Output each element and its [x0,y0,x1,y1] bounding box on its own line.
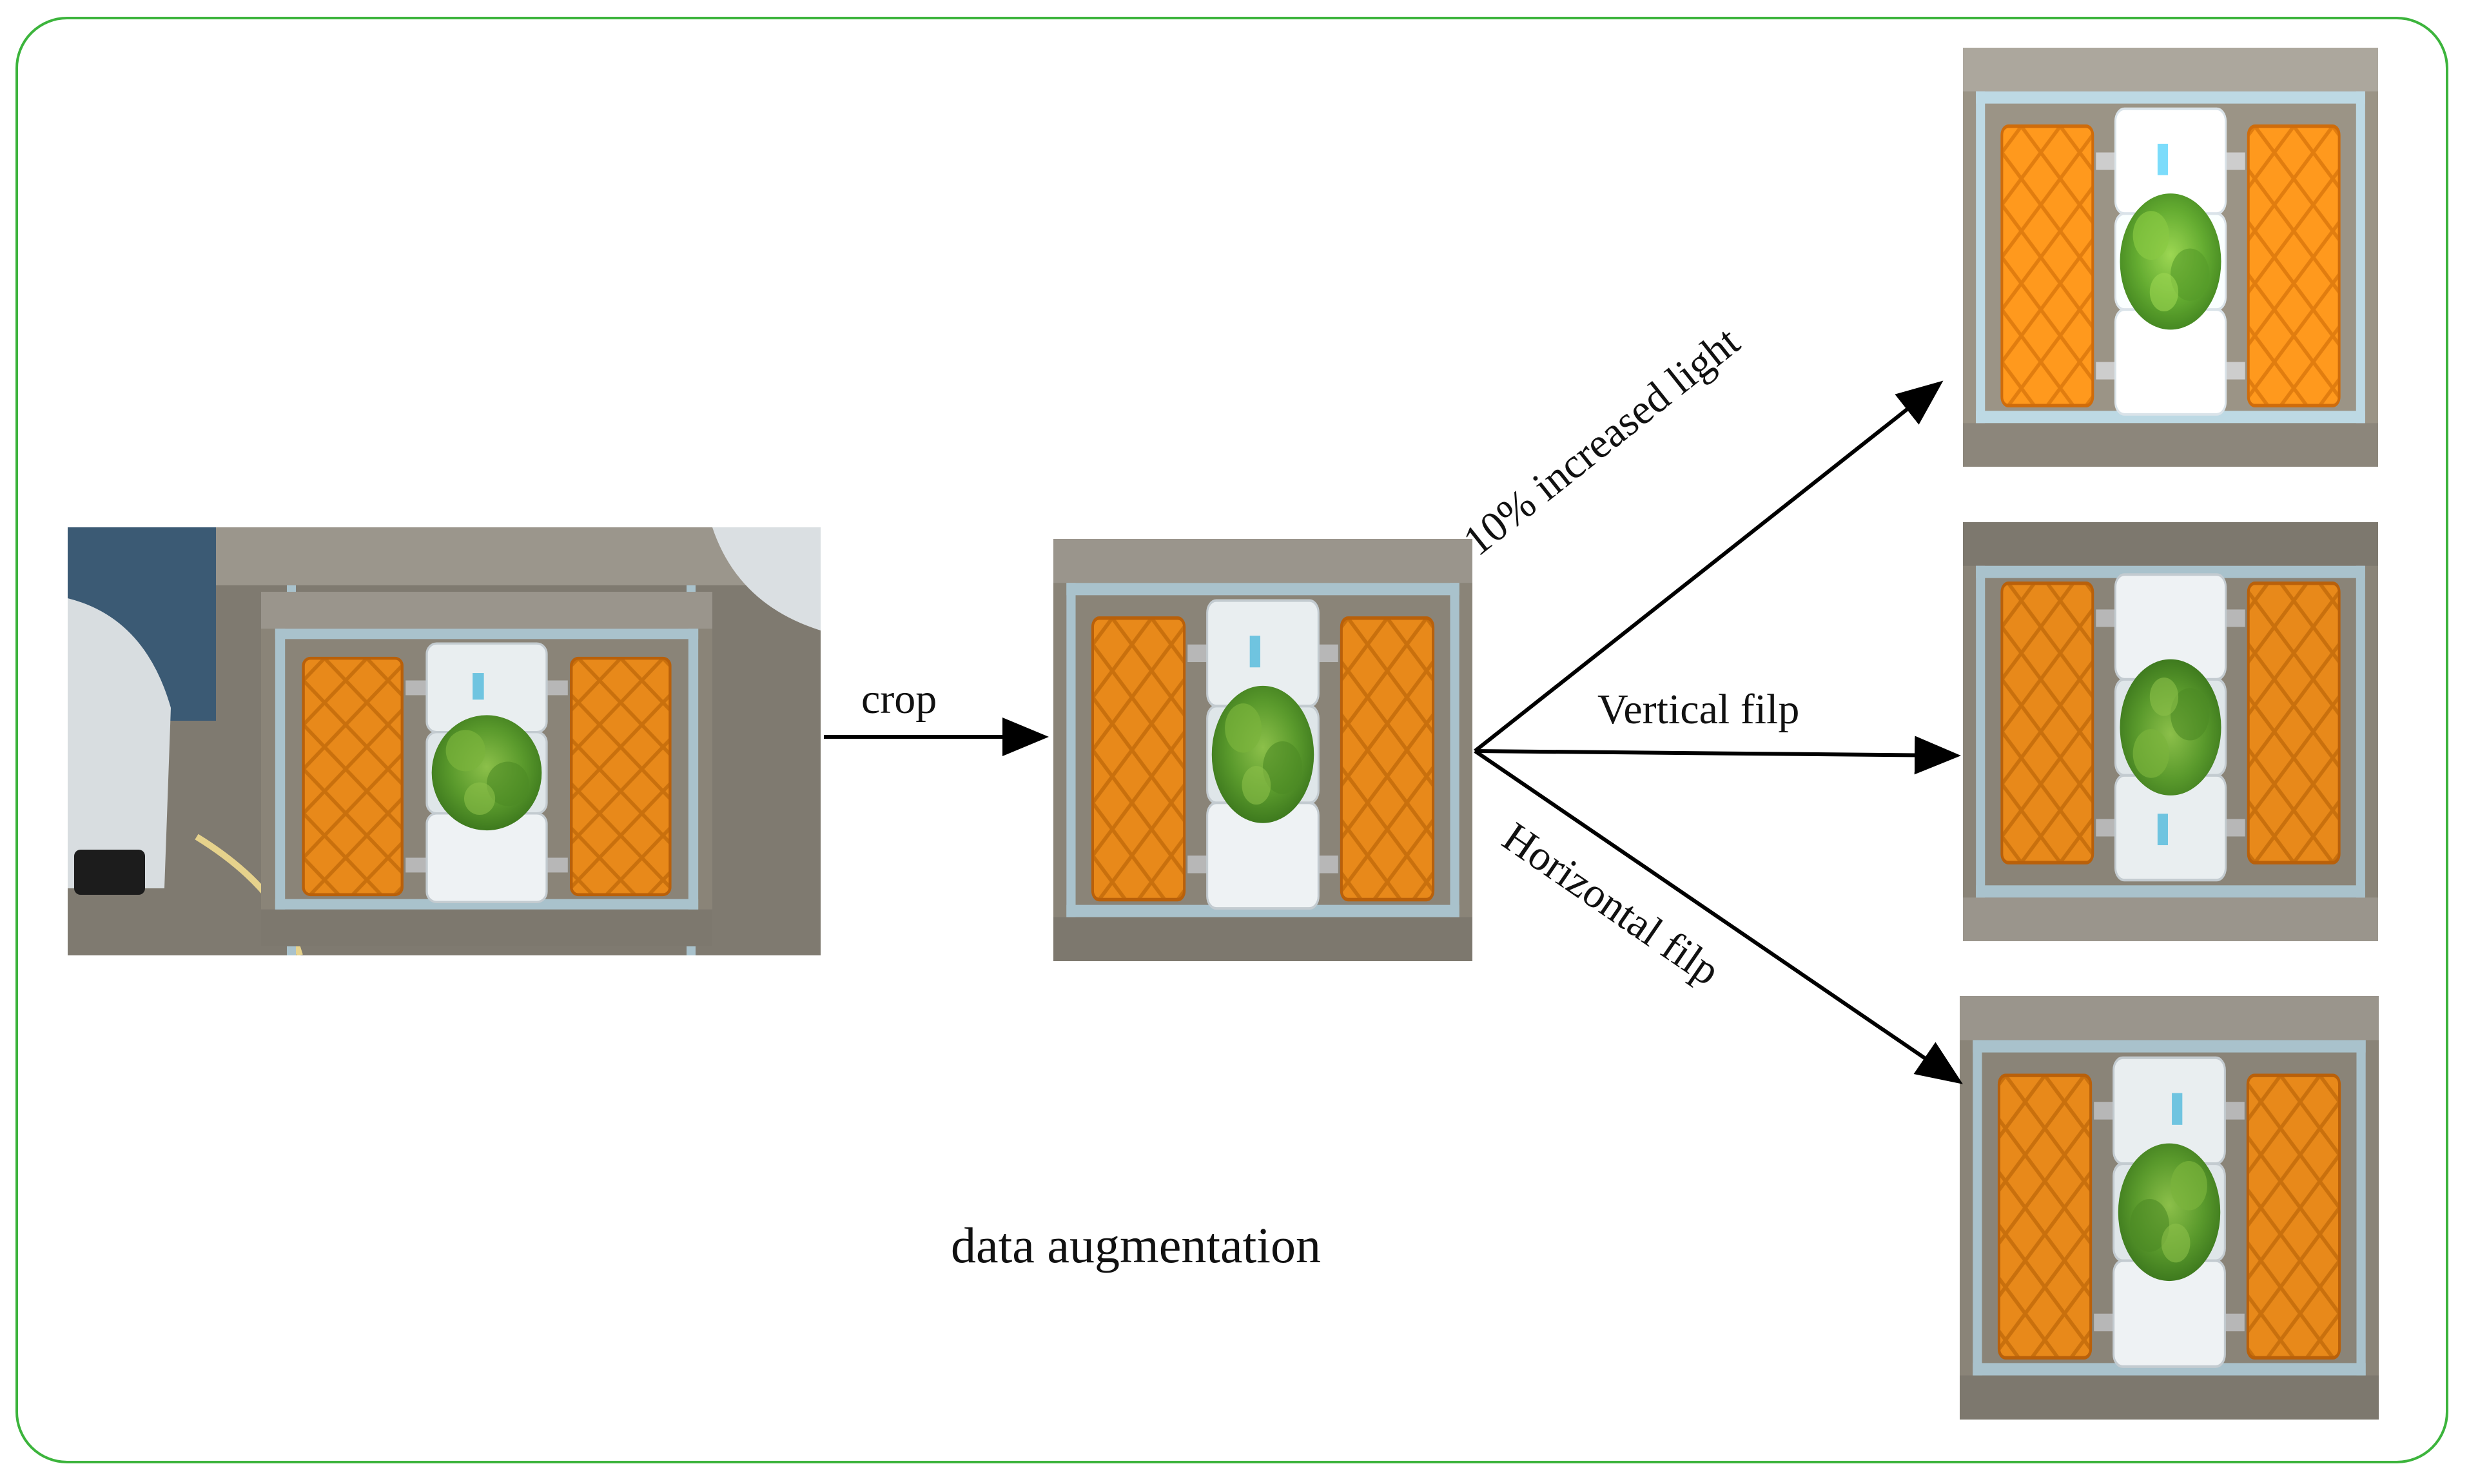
horizontal-flip-arrow [1474,749,1963,1084]
vertical-flip-arrow [1474,736,1961,775]
diagram-frame [15,17,2448,1463]
light-arrow [1474,380,1944,753]
original-photo [68,527,821,955]
crop-label: crop [861,676,937,723]
vertical-flip-label: Vertical filp [1597,686,1800,733]
diagram-title: data augmentation [951,1217,1321,1273]
